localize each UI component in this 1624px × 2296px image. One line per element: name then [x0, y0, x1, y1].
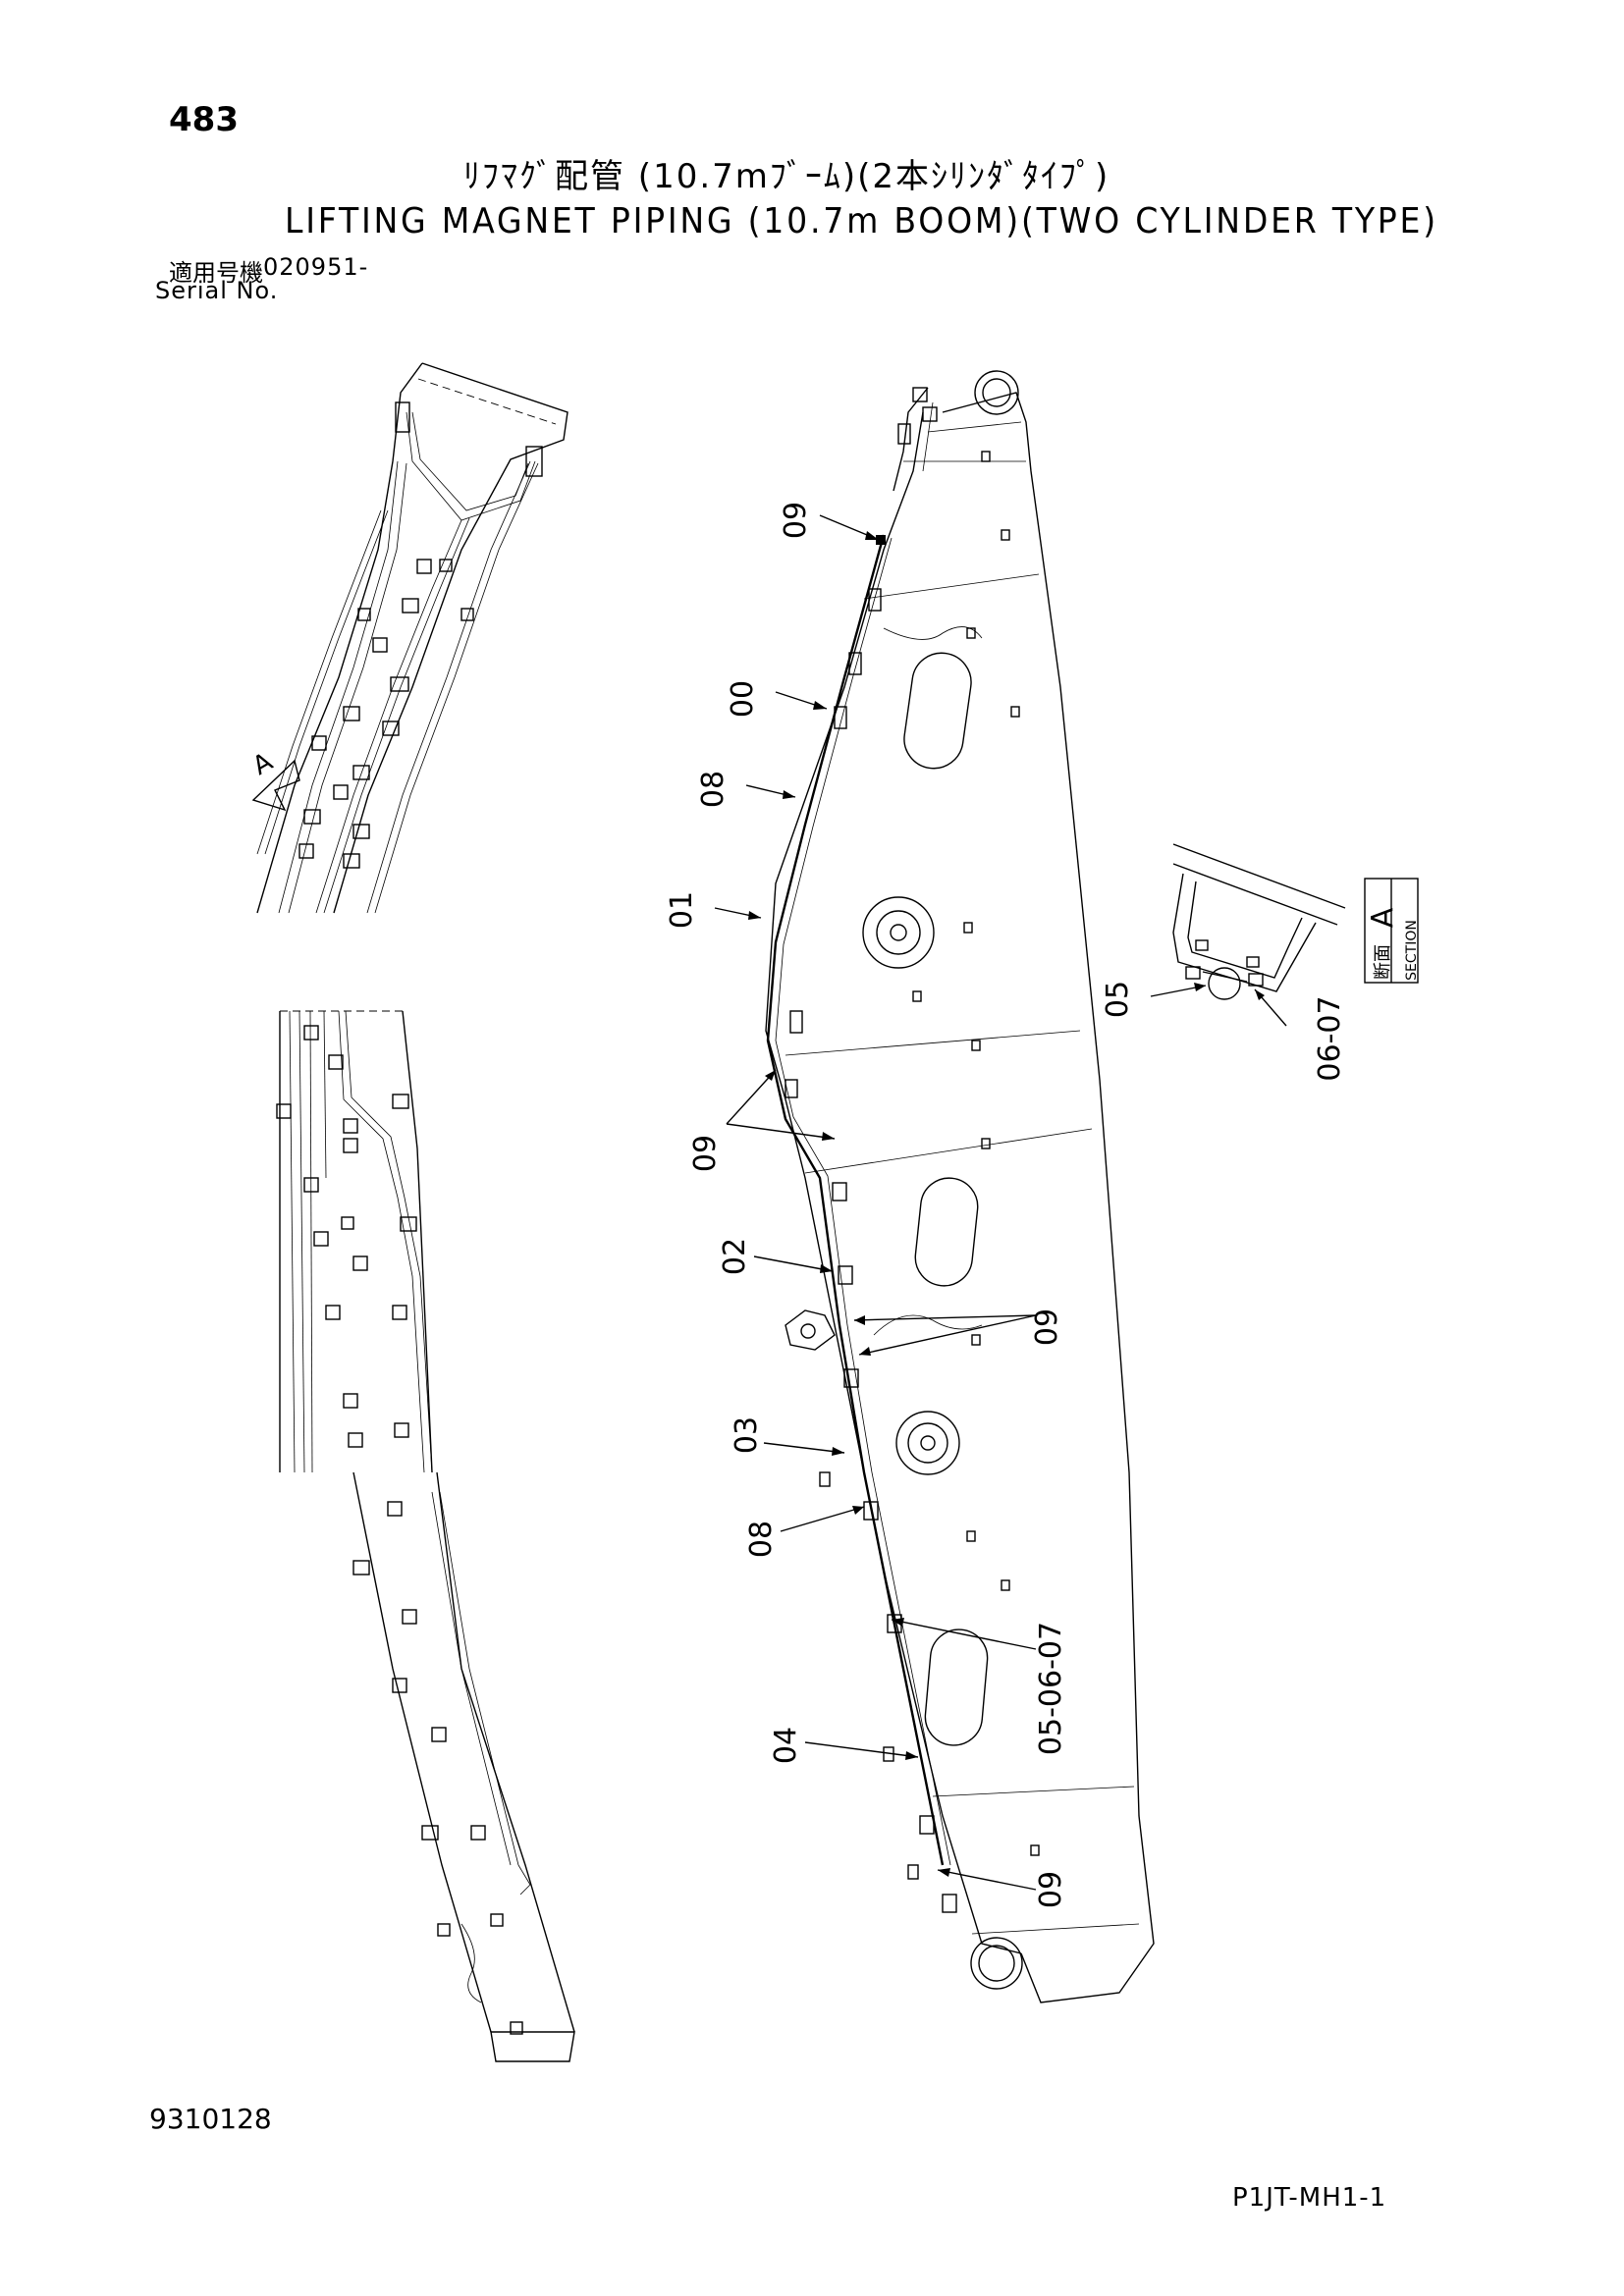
section-a-view: A SECTION 断面: [1150, 843, 1420, 1027]
serial-number: 020951-: [263, 253, 369, 281]
callout-05-section: 05: [1101, 981, 1135, 1018]
callout-02: 02: [718, 1238, 752, 1275]
callout-04: 04: [769, 1727, 803, 1764]
callout-03: 03: [730, 1416, 764, 1454]
serial-label-english: Serial No.: [155, 277, 279, 304]
plan-view-lower: [276, 1010, 575, 2062]
callout-09-top: 09: [779, 502, 813, 539]
plan-view-upper: A: [248, 362, 568, 914]
page-code: P1JT-MH1-1: [1232, 2183, 1387, 2213]
callout-08-bottom: 08: [744, 1521, 779, 1558]
callout-00: 00: [726, 680, 760, 718]
callout-06-07-section: 06-07: [1313, 995, 1347, 1081]
callout-leaders: [714, 514, 1037, 1891]
title-japanese: ﾘﾌﾏｸﾞ配管 (10.7mﾌﾞｰﾑ)(2本ｼﾘﾝﾀﾞﾀｲﾌﾟ): [463, 157, 1110, 196]
section-label-japanese: 断面: [1373, 944, 1393, 980]
page-number: 483: [169, 100, 239, 139]
view-marker-a: A: [248, 747, 279, 781]
callout-09-mid-left: 09: [688, 1135, 723, 1172]
section-label-english: SECTION: [1404, 920, 1420, 981]
callout-08-top: 08: [696, 771, 731, 808]
document-number: 9310128: [149, 2103, 272, 2135]
callout-labels: 09 00 08 01 09 02 09 03 08 05-06-07 04 0…: [665, 502, 1347, 1908]
callout-05-06-07: 05-06-07: [1034, 1622, 1068, 1755]
boom-side-view: [765, 370, 1155, 2003]
title-english: LIFTING MAGNET PIPING (10.7m BOOM)(TWO C…: [285, 201, 1438, 241]
serial-label-japanese: 適用号機: [169, 259, 263, 287]
callout-09-mid-right: 09: [1030, 1308, 1064, 1346]
section-letter: A: [1366, 907, 1400, 928]
callout-01: 01: [665, 891, 699, 929]
callout-09-bottom: 09: [1034, 1871, 1068, 1908]
